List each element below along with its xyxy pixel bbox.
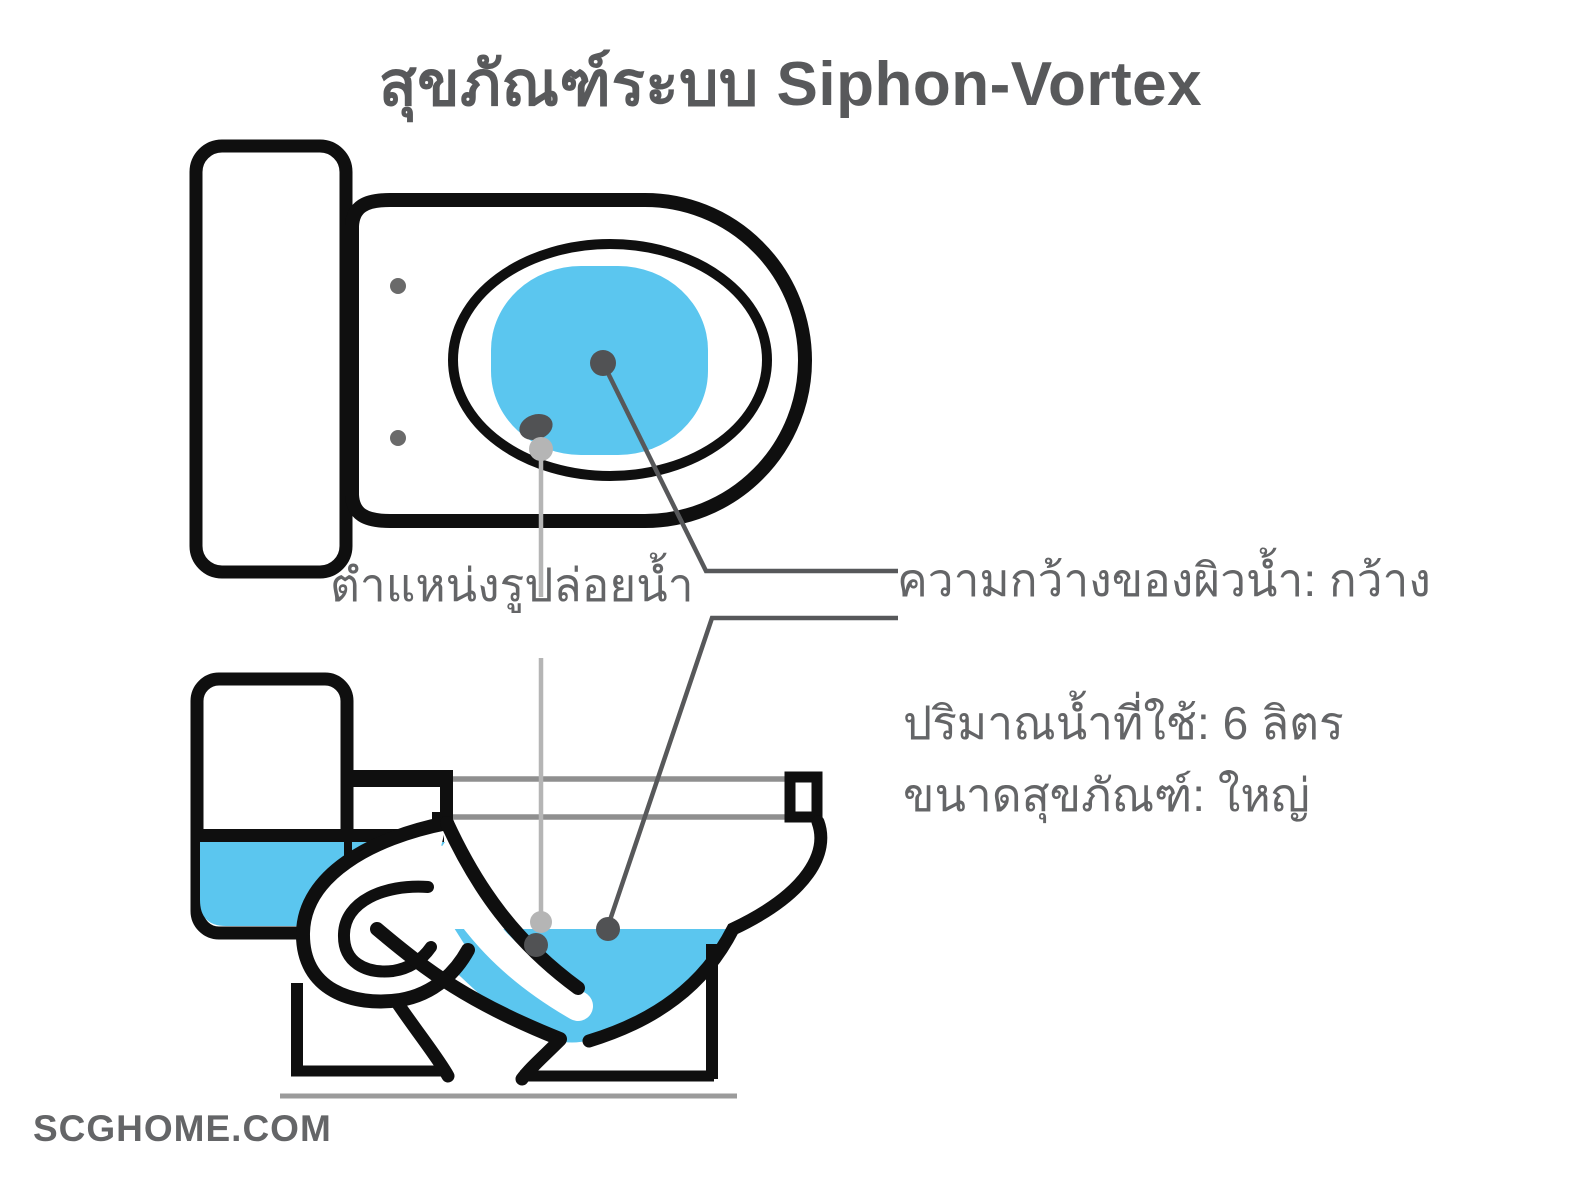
- surface-leader-top: [600, 362, 898, 574]
- watermark: SCGHOME.COM: [33, 1108, 332, 1149]
- label-toilet-size: ขนาดสุขภัณฑ์: ใหญ่: [903, 769, 1310, 821]
- toilet-side-view: [190, 672, 828, 1099]
- bowl-right-wall: [582, 815, 828, 1048]
- drain-hole-side-view: [524, 933, 548, 957]
- bolt-dot: [390, 430, 406, 446]
- label-drain-hole-position: ตำแหน่งรูปล่อยน้ำ: [330, 559, 694, 611]
- marker-dot-light: [530, 911, 552, 933]
- trap-bulge-outline: [295, 816, 475, 1009]
- toilet-top-view: [189, 139, 812, 579]
- trap-lower-edge: [370, 922, 567, 1046]
- marker-dot-dark: [596, 917, 620, 941]
- drain-wall-left: [389, 994, 455, 1083]
- tank-top-view: [189, 139, 353, 579]
- surface-leader-bottom: [605, 615, 898, 927]
- rim-end-cap: [784, 771, 823, 823]
- leader-lines: [524, 350, 898, 957]
- trap-upper-edge: [440, 816, 585, 995]
- flush-passage-top: [347, 770, 453, 787]
- trap-channel: [422, 845, 593, 1021]
- marker-dot-light: [529, 437, 553, 461]
- label-water-volume: ปริมาณน้ำที่ใช้: 6 ลิตร: [903, 697, 1344, 749]
- drain-hole-top-view: [519, 414, 553, 440]
- flush-passage-wall: [440, 770, 453, 825]
- page-title: สุขภัณฑ์ระบบ Siphon-Vortex: [378, 50, 1203, 119]
- bolt-dot: [390, 278, 406, 294]
- marker-dot-dark: [590, 350, 616, 376]
- label-water-surface-width: ความกว้างของผิวน้ำ: กว้าง: [897, 554, 1431, 606]
